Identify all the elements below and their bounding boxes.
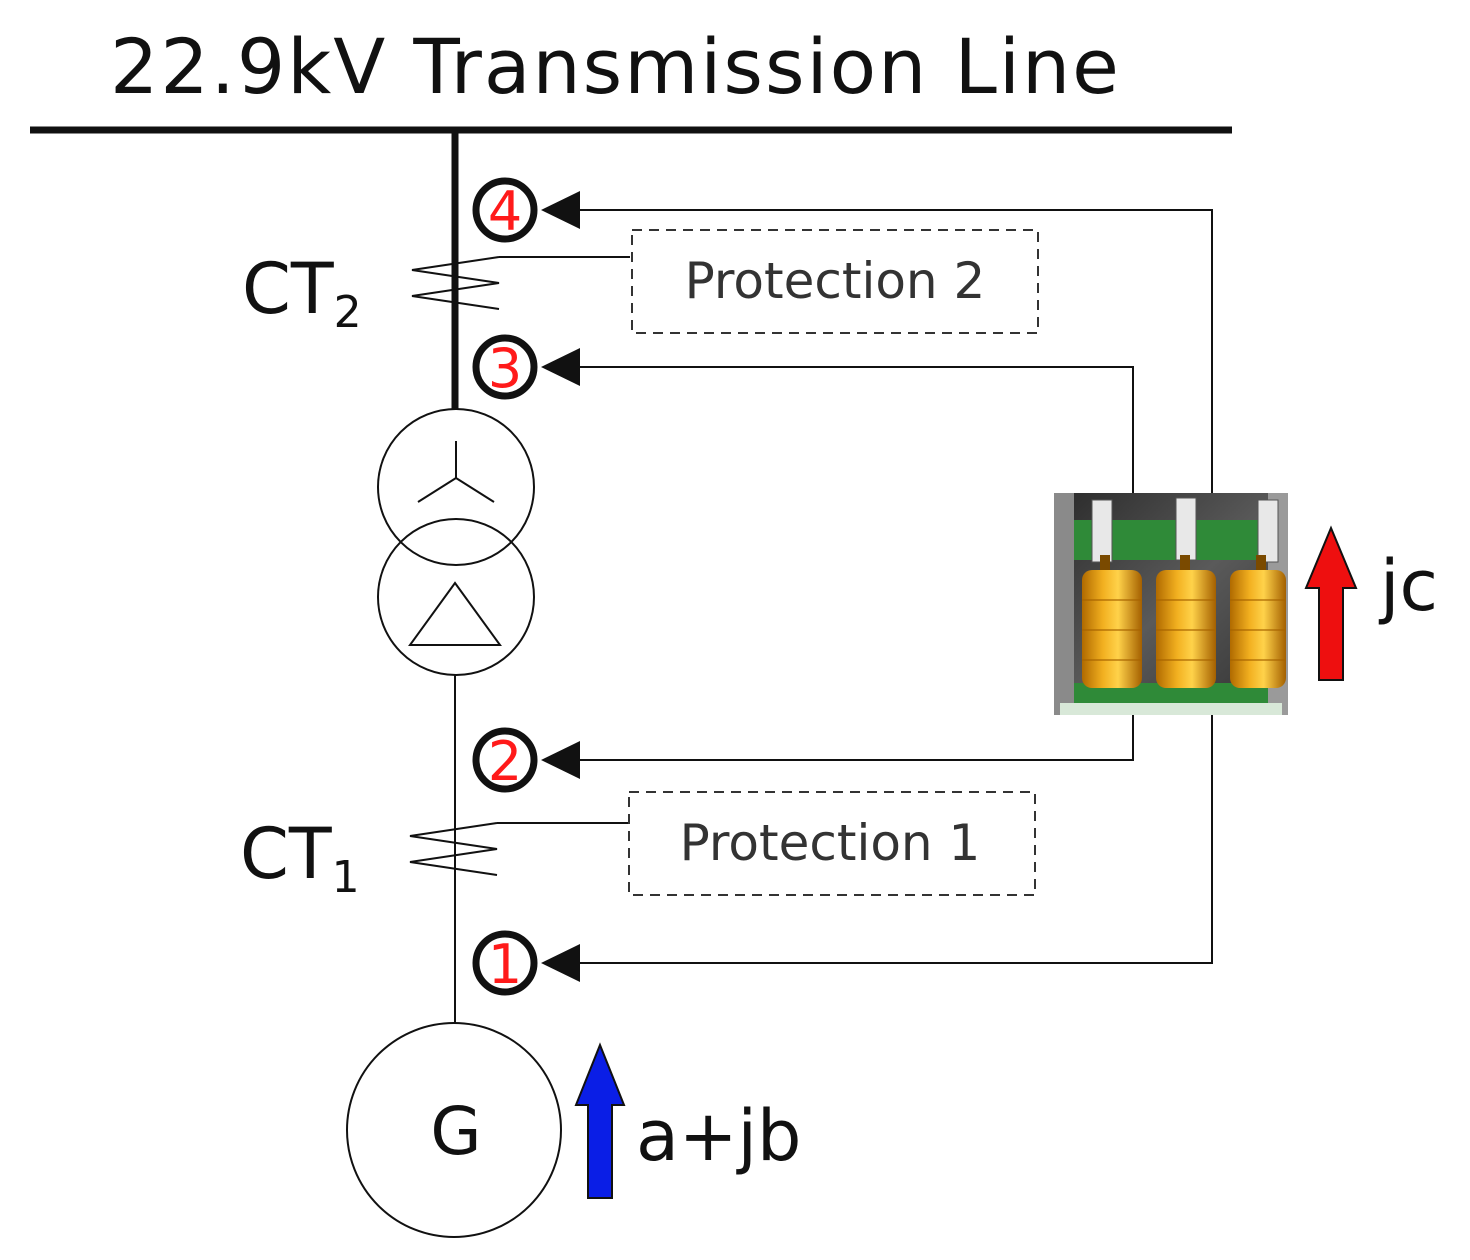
ct2-symbol (411, 256, 630, 310)
arrowhead-1 (541, 944, 580, 982)
ct2-label: CT2 (242, 248, 362, 338)
injection-wiring (578, 209, 1213, 964)
wire-to-point-2 (578, 715, 1134, 761)
wire-to-point-4 (578, 209, 1213, 493)
injection-current-arrow (1304, 525, 1358, 681)
generator-label: G (430, 1093, 481, 1170)
arrowheads (541, 191, 580, 982)
measurement-point-1: 1 (472, 930, 538, 996)
ct1-label-sub: 1 (332, 852, 360, 903)
arrowhead-3 (541, 348, 580, 386)
wire-to-point-3 (578, 366, 1134, 493)
point-3-number: 3 (488, 337, 522, 400)
ct1-label-base: CT (240, 813, 332, 895)
transformer-symbol (377, 408, 535, 676)
transformer-delta-winding (377, 518, 535, 676)
generator-symbol (346, 1022, 562, 1238)
diagram-title: 22.9kV Transmission Line (110, 22, 1121, 111)
protection-1-label: Protection 1 (680, 814, 981, 872)
wire-to-point-1 (578, 715, 1213, 964)
ct2-label-base: CT (242, 248, 334, 330)
point-2-number: 2 (488, 730, 522, 793)
measurement-point-4: 4 (472, 177, 538, 243)
measurement-point-3: 3 (472, 334, 538, 400)
generator-current-label: a+jb (636, 1095, 801, 1177)
wye-icon (417, 441, 495, 503)
point-4-number: 4 (488, 180, 522, 243)
ct2-label-sub: 2 (334, 287, 362, 338)
injection-transformer-photo (1054, 493, 1288, 715)
injection-current-label: jc (1378, 545, 1438, 627)
generator-current-arrow (574, 1042, 626, 1199)
ct2-coil-icon (411, 256, 500, 310)
transformer-wye-winding (377, 408, 535, 566)
ct1-label: CT1 (240, 813, 360, 903)
arrowhead-4 (541, 191, 580, 229)
delta-icon (408, 581, 502, 646)
ct1-coil-icon (409, 822, 498, 876)
ct1-symbol (409, 822, 628, 876)
point-1-number: 1 (488, 933, 522, 996)
arrowhead-2 (541, 741, 580, 779)
protection-2-label: Protection 2 (685, 252, 986, 310)
measurement-point-2: 2 (472, 727, 538, 793)
